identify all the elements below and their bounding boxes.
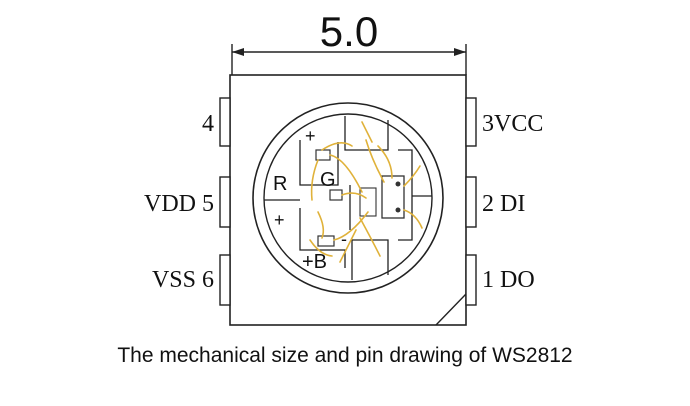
lead-frame (264, 116, 432, 280)
pin-label-2: 2 DI (482, 191, 525, 217)
lens-inner-ring (263, 113, 433, 283)
die-label-blue-plus: +B (302, 251, 327, 273)
pin-pad-3 (465, 97, 477, 147)
pin-pad-1 (465, 254, 477, 306)
die-label-plus-left: + (274, 210, 285, 230)
blue-led-chip (317, 235, 335, 247)
pin-label-3: 3VCC (482, 111, 543, 137)
pin-label-6: VSS 6 (152, 267, 214, 293)
bond-wires (309, 121, 423, 263)
controller-ic-chip (381, 175, 405, 219)
dimension-label: 5.0 (320, 8, 378, 55)
pin-pad-4 (219, 97, 231, 147)
dimension-arrow-left (232, 48, 244, 56)
die-label-red: R (273, 173, 287, 195)
die-label-green: G (320, 169, 336, 191)
die-label-minus: - (341, 229, 347, 249)
pin-pad-6 (219, 254, 231, 306)
pin-pad-5 (219, 176, 231, 228)
die-label-plus-top: + (305, 126, 316, 146)
pin-label-5: VDD 5 (144, 191, 214, 217)
pin-pad-2 (465, 176, 477, 228)
ic-bond-dot (395, 207, 401, 213)
pin-label-1: 1 DO (482, 267, 535, 293)
dimension-line (231, 44, 467, 75)
dimension-arrow-right (454, 48, 466, 56)
controller-pad (359, 187, 377, 217)
pin-label-4: 4 (202, 111, 214, 137)
ic-bond-dot (395, 181, 401, 187)
figure-caption: The mechanical size and pin drawing of W… (117, 344, 573, 367)
corner-notch (435, 293, 467, 326)
